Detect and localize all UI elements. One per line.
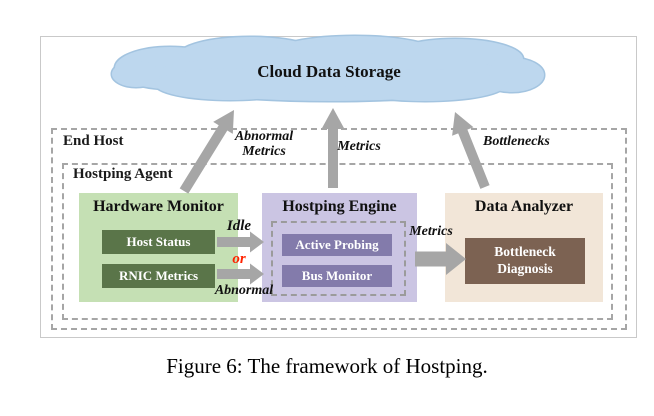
hostping-engine-module: Hostping Engine Active Probing Bus Monit… xyxy=(262,193,417,302)
end-host-label: End Host xyxy=(63,133,124,149)
metrics-to-cloud-flow-label: Metrics xyxy=(337,139,381,154)
engine-inner-dashed-box xyxy=(271,221,406,296)
abnormal-flow-label: Abnormal xyxy=(214,283,274,298)
item-rnic-metrics: RNIC Metrics xyxy=(102,264,215,288)
idle-flow-label: Idle xyxy=(226,218,252,234)
bottlenecks-flow-label: Bottlenecks xyxy=(483,134,550,149)
item-active-probing: Active Probing xyxy=(282,234,392,256)
item-bus-monitor: Bus Monitor xyxy=(282,265,392,287)
hostping-agent-label: Hostping Agent xyxy=(73,166,173,182)
item-host-status: Host Status xyxy=(102,230,215,254)
figure-caption: Figure 6: The framework of Hostping. xyxy=(166,354,488,378)
hardware-monitor-module: Hardware Monitor Host Status RNIC Metric… xyxy=(79,193,238,302)
data-analyzer-title: Data Analyzer xyxy=(474,198,574,215)
cloud-data-storage-label: Cloud Data Storage xyxy=(257,62,401,81)
hardware-monitor-title: Hardware Monitor xyxy=(93,198,224,215)
item-bottleneck-diagnosis: Bottleneck Diagnosis xyxy=(465,238,585,284)
data-analyzer-module: Data Analyzer Bottleneck Diagnosis xyxy=(445,193,603,302)
metrics-to-analyzer-flow-label: Metrics xyxy=(409,224,453,239)
abnormal-metrics-flow-label: Abnormal Metrics xyxy=(234,129,294,160)
hostping-engine-title: Hostping Engine xyxy=(282,198,397,215)
or-flow-label: or xyxy=(232,251,246,267)
